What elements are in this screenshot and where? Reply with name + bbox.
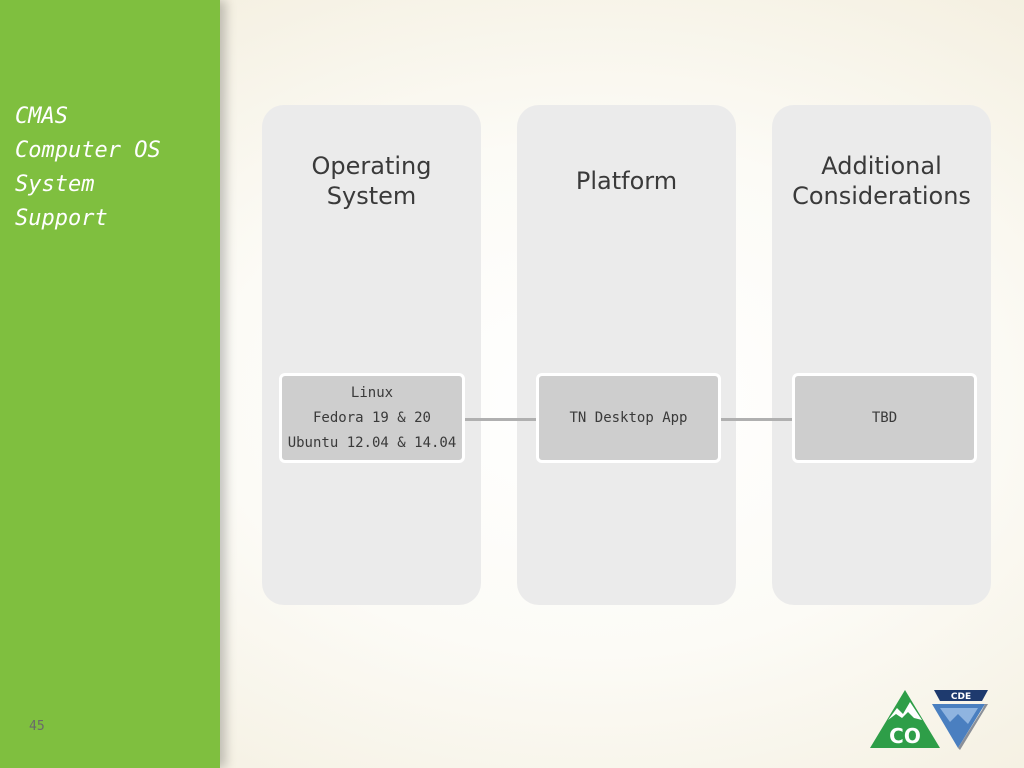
item-box-additional-considerations: TBD [792,373,977,463]
title-line: Support [15,206,108,231]
logo-co-text: CO [889,724,921,748]
heading-line: System [326,182,417,210]
item-line: TN Desktop App [569,409,688,426]
slide-title: CMAS Computer OS System Support [15,100,215,236]
item-line: Linux [350,384,394,401]
item-line: Fedora 19 & 20 [312,409,431,426]
gray-stripe-shape [958,704,988,750]
column-heading: Platform [517,151,736,211]
item-line: TBD [871,409,898,426]
shield-highlight-shape [940,708,978,724]
item-box-platform: TN Desktop App [536,373,721,463]
connector-line [718,418,795,421]
item-box-operating-system: Linux Fedora 19 & 20 Ubuntu 12.04 & 14.0… [279,373,465,463]
title-line: Computer OS [15,138,161,163]
cde-banner-shape [934,690,988,701]
connector-line [463,418,539,421]
column-platform: Platform [517,105,736,605]
cde-logo: CO CDE [870,690,988,750]
item-line: Ubuntu 12.04 & 14.04 [287,434,457,451]
mountain-peak-icon [888,702,922,720]
column-operating-system: Operating System [262,105,481,605]
logo-cde-text: CDE [951,692,971,702]
heading-line: Platform [575,167,678,195]
column-heading: Additional Considerations [772,151,991,211]
slide-number: 45 [29,719,45,734]
sidebar: CMAS Computer OS System Support 45 [0,0,220,768]
heading-line: Additional [821,152,942,180]
column-additional-considerations: Additional Considerations [772,105,991,605]
heading-line: Operating [311,152,432,180]
green-triangle-shape [870,690,940,748]
title-line: CMAS [15,104,68,129]
title-line: System [15,172,95,197]
column-heading: Operating System [262,151,481,211]
heading-line: Considerations [792,182,971,210]
